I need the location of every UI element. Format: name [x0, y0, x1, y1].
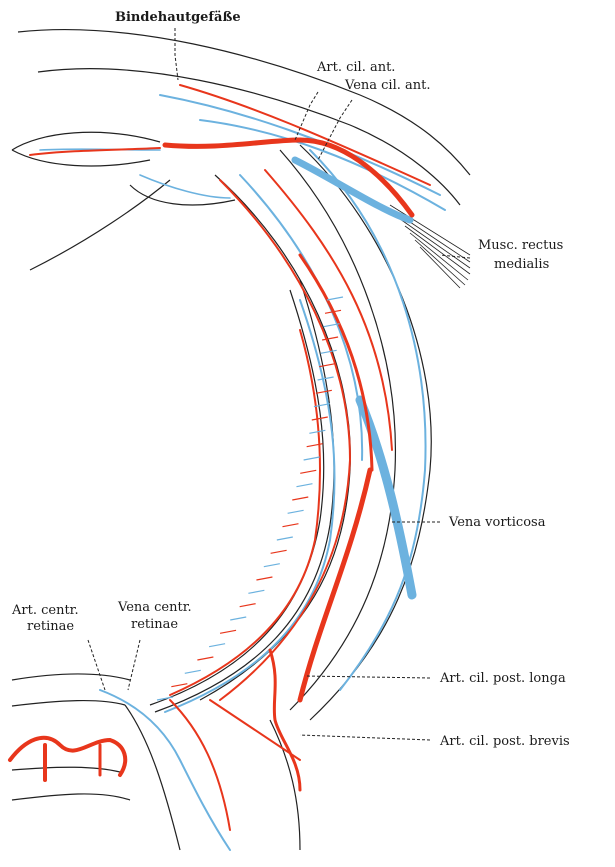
label-vena-vorticosa: Vena vorticosa [448, 515, 546, 530]
capillary-rung [240, 604, 256, 607]
capillary-rung [197, 657, 213, 660]
capillary-rung [277, 537, 293, 540]
veins [40, 95, 445, 850]
label-art-cil-post-brevis: Art. cil. post. brevis [439, 734, 570, 749]
label-bindehautgefaesse: Bindehautgefäße [115, 10, 241, 25]
capillary-rung [309, 430, 325, 433]
leader-lines [88, 28, 470, 740]
capillary-rung [230, 617, 246, 620]
label-art-cil-ant: Art. cil. ant. [316, 60, 395, 75]
label-vena-cil-ant: Vena cil. ant. [344, 78, 430, 93]
capillary-rung [322, 337, 338, 340]
label-musc-rectus: Musc. rectus [478, 238, 563, 253]
label-art-centr: Art. centr. [11, 603, 79, 618]
labels: Bindehautgefäße Art. cil. ant. Vena cil.… [11, 10, 570, 749]
capillary-rung [264, 564, 280, 567]
label-art-centr-retinae: retinae [27, 619, 74, 634]
capillary-rung [319, 364, 335, 367]
eye-outline [12, 30, 470, 850]
label-vena-centr-retinae: retinae [131, 617, 178, 632]
capillary-rung [304, 457, 320, 460]
capillary-rung [185, 670, 201, 673]
capillary-rung [300, 470, 316, 473]
capillary-rung [282, 524, 298, 527]
capillary-rung [288, 510, 304, 513]
label-medialis: medialis [494, 257, 549, 272]
capillary-rung [312, 417, 328, 420]
label-vena-centr: Vena centr. [117, 600, 192, 615]
capillary-rung [220, 630, 236, 633]
label-art-cil-post-longa: Art. cil. post. longa [439, 671, 566, 686]
choroid-capillaries [157, 297, 343, 700]
capillary-rung [327, 297, 343, 300]
capillary-rung [271, 550, 287, 553]
capillary-rung [209, 644, 225, 647]
capillary-rung [321, 350, 337, 353]
capillary-rung [171, 684, 187, 687]
capillary-rung [248, 590, 264, 593]
capillary-rung [256, 577, 272, 580]
capillary-rung [296, 484, 312, 487]
capillary-rung [292, 497, 308, 500]
capillary-rung [316, 390, 332, 393]
art-cil-post-brevis-vessel [270, 650, 300, 790]
